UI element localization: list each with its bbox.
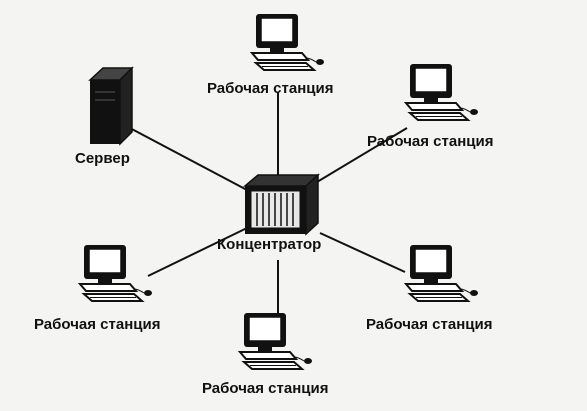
- server-icon: [88, 66, 134, 146]
- server-label: Сервер: [75, 150, 130, 167]
- workstation-left-icon: [79, 244, 153, 302]
- link-top-right: [311, 127, 408, 186]
- workstation-top-right-icon: [405, 63, 479, 121]
- links: [127, 92, 408, 313]
- workstation-top-label: Рабочая станция: [207, 80, 334, 97]
- workstation-right-label: Рабочая станция: [366, 316, 493, 333]
- link-server: [127, 126, 248, 191]
- workstation-left-label: Рабочая станция: [34, 316, 161, 333]
- workstation-bottom-label: Рабочая станция: [202, 380, 329, 397]
- hub-icon: [242, 173, 320, 236]
- workstation-right-icon: [405, 244, 479, 302]
- workstation-top-icon: [251, 13, 325, 71]
- workstation-top-right-label: Рабочая станция: [367, 133, 494, 150]
- workstation-bottom-icon: [239, 312, 313, 370]
- hub-label: Концентратор: [217, 236, 322, 253]
- link-left: [147, 227, 248, 277]
- link-right: [319, 232, 406, 273]
